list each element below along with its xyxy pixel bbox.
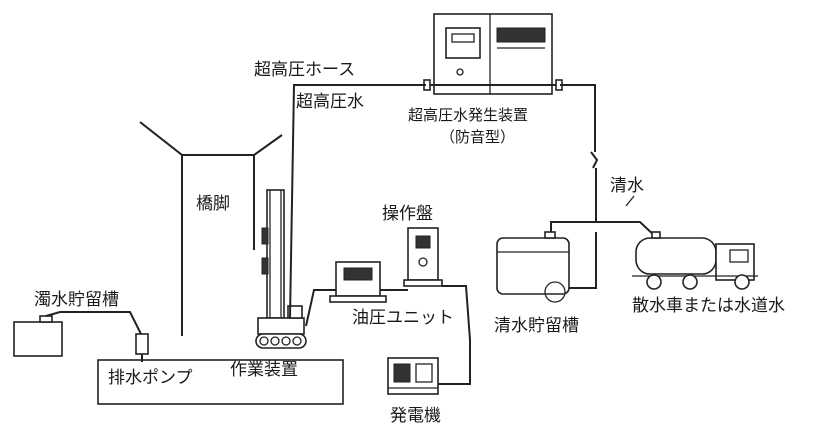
label-sprinkler-truck: 散水車または水道水 [632, 296, 785, 316]
work-device [255, 189, 307, 349]
label-clean-water-tank: 清水貯留槽 [494, 316, 579, 336]
pier-structure [139, 121, 283, 336]
control-panel [403, 227, 443, 287]
power-generator [387, 357, 439, 395]
label-hydraulic-unit: 油圧ユニット [352, 308, 454, 328]
foundation [97, 359, 344, 405]
label-power-generator: 発電機 [390, 406, 441, 426]
label-work-device: 作業装置 [230, 360, 298, 380]
clean-water-tank [496, 231, 597, 303]
label-turbid-water-tank: 濁水貯留槽 [34, 290, 119, 310]
hydraulic-unit [305, 261, 471, 385]
label-generator-unit-sub: （防音型） [440, 128, 516, 146]
label-pier: 橋脚 [196, 194, 230, 214]
label-clean-water: 清水 [610, 176, 644, 196]
label-drain-pump: 排水ポンプ [108, 368, 193, 388]
label-control-panel: 操作盤 [382, 204, 433, 224]
label-ultra-high-pressure-hose: 超高圧ホース [254, 60, 356, 80]
clean-water-line [550, 84, 658, 239]
label-ultra-high-pressure-water: 超高圧水 [296, 92, 364, 112]
label-generator-unit: 超高圧水発生装置 [408, 106, 529, 124]
high-pressure-hose [289, 84, 426, 319]
sprinkler-truck [632, 231, 758, 290]
turbid-water-tank [13, 311, 149, 362]
generator-unit [423, 13, 563, 95]
